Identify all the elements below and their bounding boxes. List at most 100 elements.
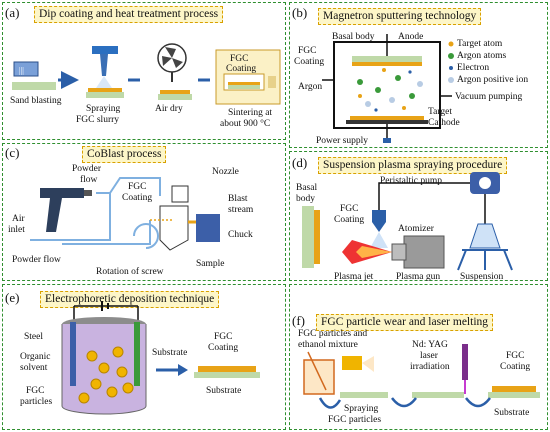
e-particles-line1: FGC xyxy=(26,386,45,396)
d-fgc-line2: Coating xyxy=(334,215,365,225)
panel-a-label: (a) xyxy=(5,5,20,20)
b-anode-label: Anode xyxy=(398,32,424,42)
panel-d-label: (d) xyxy=(292,155,308,170)
fgc-particles-cluster xyxy=(78,346,134,404)
c-powder-flow-top-line2: flow xyxy=(80,175,98,185)
sintering-label-line1: Sintering at xyxy=(228,108,273,118)
panel-e-title: Electrophoretic deposition technique xyxy=(40,291,220,308)
f-substrate-label: Substrate xyxy=(494,408,530,418)
b-fgc-line2: Coating xyxy=(294,57,325,67)
c-chuck-label: Chuck xyxy=(228,230,253,240)
furnace-icon xyxy=(215,49,281,105)
panel-a-title: Dip coating and heat treatment process xyxy=(34,6,224,23)
d-basal-line2: body xyxy=(296,194,315,204)
f-laser-line2: laser xyxy=(420,351,438,361)
b-cathode-label: Cathode xyxy=(428,118,460,128)
c-powder-flow-top-line1: Powder xyxy=(72,164,102,174)
panel-e-label: (e) xyxy=(5,290,20,305)
sand-blasting-icon: ||| xyxy=(12,61,56,90)
b-target-label: Target xyxy=(428,107,452,117)
fan-icon xyxy=(157,43,192,100)
d-basal-line1: Basal xyxy=(296,183,318,193)
panel-f-label: (f) xyxy=(292,313,305,328)
e-organic-line1: Organic xyxy=(20,352,51,362)
d-atomizer-label: Atomizer xyxy=(398,224,434,234)
sand-blasting-label: Sand blasting xyxy=(10,96,62,106)
f-curved-arrows xyxy=(318,397,491,409)
panel-f-title: FGC particle wear and laser melting xyxy=(316,314,494,331)
f-laser-line3: irradiation xyxy=(410,362,450,372)
f-result-substrate xyxy=(488,386,540,398)
c-nozzle-label: Nozzle xyxy=(212,167,239,177)
f-spray-icon xyxy=(340,356,388,398)
f-laser-line1: Nd: YAG xyxy=(412,340,448,350)
c-sample-label: Sample xyxy=(196,259,225,269)
c-blast-line1: Blast xyxy=(228,194,248,204)
e-coating-line2: Coating xyxy=(208,343,239,353)
c-fgc-line2: Coating xyxy=(122,193,153,203)
b-basal-label: Basal body xyxy=(332,32,375,42)
spraying-label-line1: Spraying xyxy=(86,104,121,114)
f-spraying-line2: FGC particles xyxy=(328,415,382,425)
d-substrate xyxy=(302,206,320,268)
spraying-label-line2: FGC slurry xyxy=(76,115,120,125)
spray-gun-icon xyxy=(86,46,124,98)
b-power-label: Power supply xyxy=(316,136,368,146)
atomizer-icon xyxy=(370,210,388,248)
d-jet-label: Plasma jet xyxy=(334,272,374,282)
panel-a xyxy=(2,2,286,140)
panel-b xyxy=(289,2,548,148)
peristaltic-pump-icon xyxy=(378,172,500,224)
laser-icon xyxy=(412,344,468,398)
c-air-inlet-line1: Air xyxy=(12,214,25,224)
e-particles-line2: particles xyxy=(20,397,53,407)
sintering-label-line2: about 900 °C xyxy=(220,119,271,129)
c-powder-flow-bottom: Powder flow xyxy=(12,255,61,265)
f-spraying-line1: Spraying xyxy=(344,404,379,414)
e-coating-line1: FGC xyxy=(214,332,233,342)
coblast-chamber xyxy=(133,185,220,251)
e-substrate-label: Substrate xyxy=(206,386,242,396)
d-gun-label: Plasma gun xyxy=(396,272,441,282)
panel-c xyxy=(2,143,286,281)
f-coating-line1: FGC xyxy=(506,351,525,361)
coblast-gun-icon xyxy=(40,188,92,232)
d-suspension-label: Suspension xyxy=(460,272,504,282)
panel-b-title: Magnetron sputtering technology xyxy=(318,8,482,25)
b-legend-electron: Electron xyxy=(457,63,490,73)
plasma-gun-icon xyxy=(342,235,445,269)
b-argon-label: Argon xyxy=(298,82,323,92)
c-air-inlet-line2: inlet xyxy=(8,225,25,235)
d-pump-label: Peristaltic pump xyxy=(380,176,443,186)
panel-f xyxy=(289,284,548,430)
f-mixture-line1: FGC particles and xyxy=(298,329,368,339)
f-mixture-line2: ethanol mixture xyxy=(298,340,358,350)
c-fgc-line1: FGC xyxy=(128,182,147,192)
powder-flow-lines xyxy=(30,177,161,245)
c-rotation-label: Rotation of screw xyxy=(96,267,164,277)
b-legend-argon-atoms: Argon atoms xyxy=(457,51,507,61)
f-coating-line2: Coating xyxy=(500,362,531,372)
air-dry-label: Air dry xyxy=(155,104,183,114)
plasma-particles xyxy=(357,68,423,112)
c-blast-line2: stream xyxy=(228,205,254,215)
suspension-flask-icon xyxy=(457,223,513,271)
panel-c-title: CoBlast process xyxy=(82,146,167,163)
panel-b-label: (b) xyxy=(292,5,308,20)
panel-d-title: Suspension plasma spraying procedure xyxy=(318,157,508,174)
a-coating-line2: Coating xyxy=(226,64,257,74)
svg-text:|||: ||| xyxy=(19,66,24,75)
panel-c-label: (c) xyxy=(5,145,20,160)
a-coating-line1: FGC xyxy=(230,54,249,64)
e-steel-label: Steel xyxy=(24,332,43,342)
b-vacuum-label: Vacuum pumping xyxy=(455,92,523,102)
mixture-beaker-icon xyxy=(303,351,335,395)
e-result-substrate xyxy=(194,366,260,378)
b-legend-target-atom: Target atom xyxy=(457,39,503,49)
b-fgc-line1: FGC xyxy=(298,46,317,56)
